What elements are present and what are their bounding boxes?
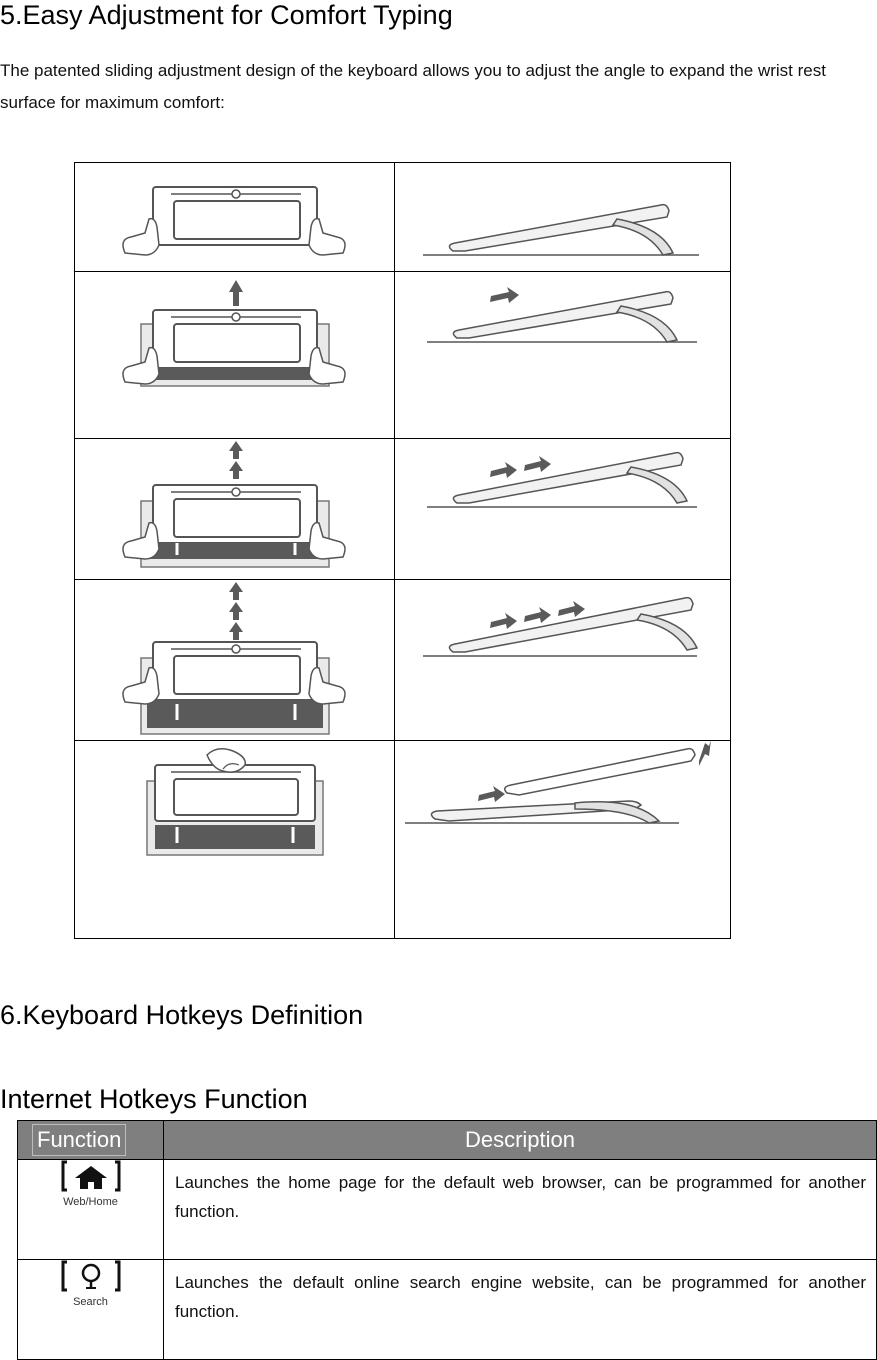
step-row-4 bbox=[74, 579, 731, 741]
keyboard-side-view-4 bbox=[394, 579, 731, 741]
keyboard-front-view-1 bbox=[74, 162, 395, 272]
internet-hotkeys-table: Function Description Web/Home Launches t… bbox=[17, 1120, 877, 1360]
keyboard-front-view-4 bbox=[74, 579, 395, 741]
web-home-description: Launches the home page for the default w… bbox=[163, 1159, 877, 1260]
keyboard-front-view-5 bbox=[74, 740, 395, 939]
keyboard-front-view-3 bbox=[74, 438, 395, 580]
web-home-key-cell: Web/Home bbox=[17, 1159, 164, 1260]
search-label: Search bbox=[73, 1296, 108, 1308]
section-5-intro: The patented sliding adjustment design o… bbox=[0, 61, 826, 112]
table-row: Web/Home Launches the home page for the … bbox=[17, 1159, 877, 1260]
section-6-title: 6.Keyboard Hotkeys Definition bbox=[0, 1000, 364, 1030]
step-row-2 bbox=[74, 271, 731, 439]
step-row-1 bbox=[74, 162, 731, 272]
table-header-row: Function Description bbox=[17, 1120, 877, 1160]
keyboard-side-view-1 bbox=[394, 162, 731, 272]
description-column-header: Description bbox=[163, 1120, 877, 1160]
home-icon bbox=[61, 1160, 120, 1192]
step-row-5 bbox=[74, 740, 731, 939]
keyboard-side-view-5 bbox=[394, 740, 731, 939]
web-home-label: Web/Home bbox=[63, 1196, 118, 1208]
keyboard-side-view-3 bbox=[394, 438, 731, 580]
section-5-title: 5.Easy Adjustment for Comfort Typing bbox=[0, 0, 453, 30]
adjustment-steps-table bbox=[74, 162, 731, 939]
keyboard-front-view-2 bbox=[74, 271, 395, 439]
search-bulb-icon bbox=[61, 1260, 120, 1292]
search-description: Launches the default online search engin… bbox=[163, 1259, 877, 1360]
step-row-3 bbox=[74, 438, 731, 580]
keyboard-side-view-2 bbox=[394, 271, 731, 439]
internet-hotkeys-title: Internet Hotkeys Function bbox=[0, 1084, 308, 1114]
search-key-cell: Search bbox=[17, 1259, 164, 1360]
function-column-header: Function bbox=[17, 1120, 164, 1160]
table-row: Search Launches the default online searc… bbox=[17, 1259, 877, 1360]
